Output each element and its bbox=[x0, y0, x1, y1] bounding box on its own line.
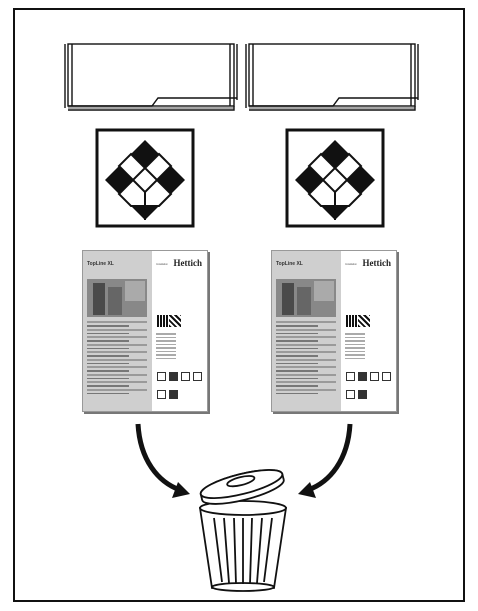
packaging-left-icon bbox=[62, 40, 242, 118]
booklet-title: TopLine XL bbox=[87, 261, 114, 267]
hettich-logo: Hettich bbox=[174, 258, 203, 268]
booklet-subtitle: Installation bbox=[156, 263, 168, 266]
recycle-box-icon bbox=[285, 128, 385, 228]
hettich-logo: Hettich bbox=[363, 258, 392, 268]
packaging-right-icon bbox=[243, 40, 423, 118]
booklet-icons bbox=[157, 371, 205, 407]
booklet-text-lines bbox=[87, 321, 147, 396]
booklet-photo bbox=[276, 279, 336, 317]
recycle-box-icon bbox=[95, 128, 195, 228]
arrow-right-icon bbox=[290, 420, 370, 500]
booklet-title: TopLine XL bbox=[276, 261, 303, 267]
qr-code-icon bbox=[169, 315, 181, 327]
booklet-icons bbox=[346, 371, 394, 407]
instruction-booklet-left: TopLine XL Installation Hettich bbox=[82, 250, 208, 412]
qr-code-icon bbox=[358, 315, 370, 327]
instruction-booklet-right: TopLine XL Installation Hettich bbox=[271, 250, 397, 412]
trash-bin-icon bbox=[190, 460, 295, 595]
booklet-photo bbox=[87, 279, 147, 317]
booklet-text-lines bbox=[276, 321, 336, 396]
booklet-subtitle: Installation bbox=[345, 263, 357, 266]
arrow-left-icon bbox=[120, 420, 200, 500]
